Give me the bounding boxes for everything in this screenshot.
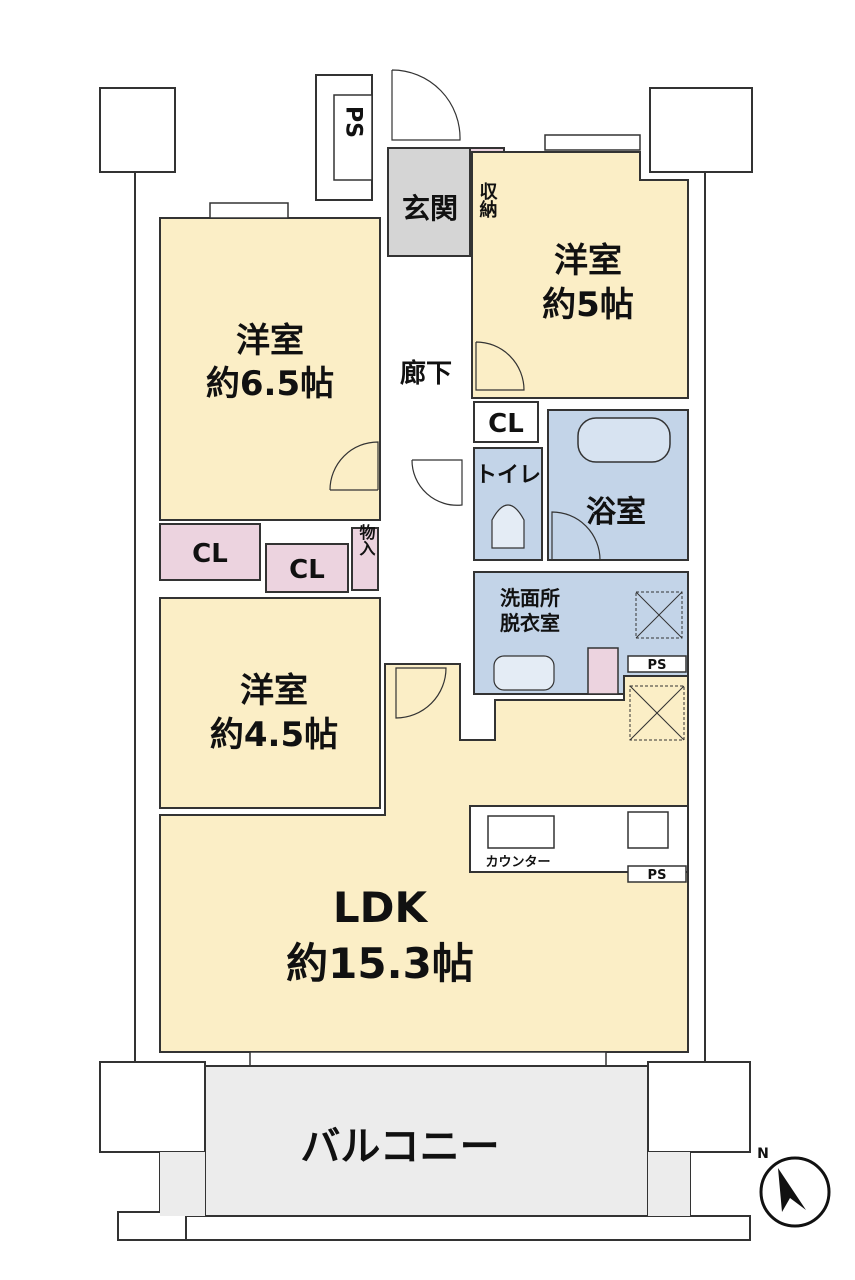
storage-label: 収納 [477,182,498,218]
bathtub-icon [577,417,671,463]
room-western-a-name: 洋室 [236,321,304,361]
stove-icon [627,811,669,849]
room-ldk-size: 約15.3帖 [286,939,474,988]
sink-icon [493,655,555,691]
balcony-label: バルコニー [300,1124,499,1170]
closet-cl-hall [473,401,539,443]
outer-wall [99,87,753,1062]
closet-1 [159,523,261,581]
cl-label-3: CL [488,409,524,439]
room-western-c-size: 約4.5帖 [210,715,338,755]
room-western-c [159,597,381,809]
washroom-label: 洗面所 [500,586,560,610]
kitchen-sink-icon [487,815,555,849]
entrance-door [391,69,461,141]
ps-label-top: PS [341,106,366,138]
room-western-b [471,151,689,399]
closet-item [351,527,379,591]
ps-label-low: PS [648,868,667,883]
hallway-label: 廊下 [400,358,452,389]
compass-label: N [757,1146,769,1162]
balcony-rail [117,1215,751,1241]
room-western-a-size: 約6.5帖 [206,364,334,404]
window-ldk [249,1051,607,1067]
closet-2 [265,543,349,593]
cl-label-1: CL [192,539,228,569]
toilet-label: トイレ [475,463,541,488]
entrance-label: 玄関 [402,192,458,225]
room-western-c-name: 洋室 [240,671,308,711]
toilet-icon [491,504,525,549]
cl-label-2: CL [289,555,325,585]
room-western-b-size: 約5帖 [542,285,634,325]
window-b [544,134,641,151]
room-ldk [159,663,689,1053]
closet-item-label: 物入 [357,523,376,556]
kitchen-counter [469,805,689,873]
balcony [204,1065,649,1217]
right-pillar [647,1061,751,1153]
bath-label: 浴室 [586,495,646,530]
left-pillar [99,1061,206,1153]
counter-label: カウンター [485,855,550,870]
window-a [209,202,289,219]
compass-icon [759,1156,831,1228]
dressing-label: 脱衣室 [500,611,560,635]
entrance-area [387,147,471,257]
room-ldk-name: LDK [333,883,429,932]
ps-label-mid: PS [648,658,667,673]
room-western-b-name: 洋室 [554,241,622,281]
